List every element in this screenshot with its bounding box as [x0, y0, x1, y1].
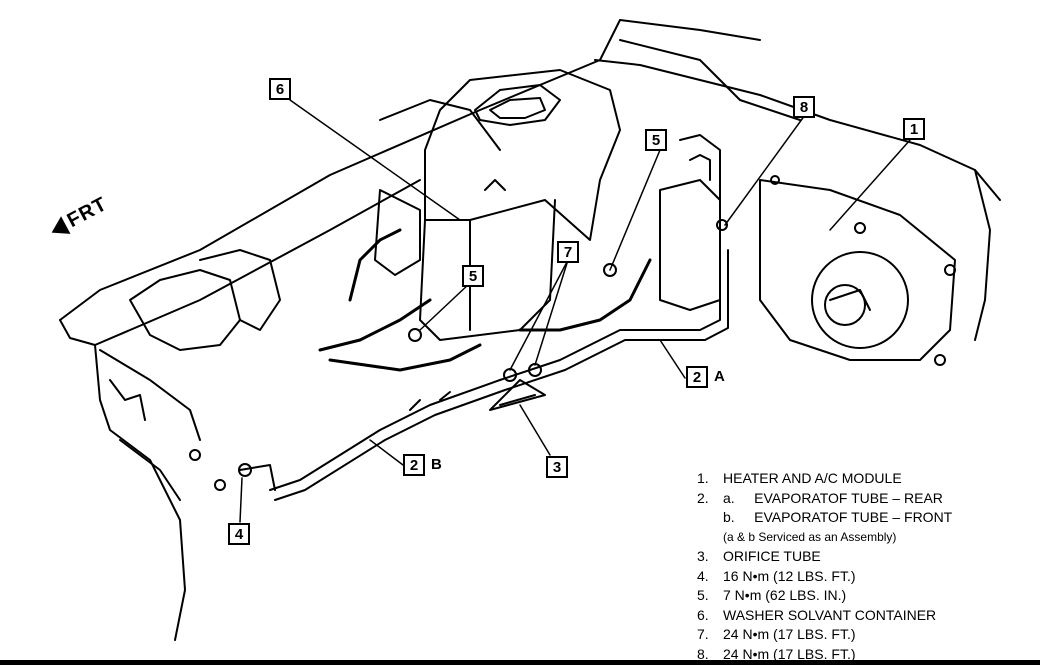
legend-number: 4.	[697, 567, 709, 584]
callout-2a-suffix: A	[714, 368, 725, 385]
legend-text: HEATER AND A/C MODULE	[723, 470, 902, 486]
legend-text: ORIFICE TUBE	[723, 548, 821, 564]
callout-5-left: 5	[462, 265, 484, 287]
legend-item: 6. WASHER SOLVANT CONTAINER	[697, 606, 1027, 626]
legend-text: b. EVAPORATOF TUBE – FRONT	[723, 509, 953, 525]
bottom-rule	[0, 660, 1040, 665]
washer-container	[374, 69, 621, 341]
legend-text: WASHER SOLVANT CONTAINER	[723, 606, 937, 623]
legend-item: 7. 24 N•m (17 LBS. FT.)	[697, 625, 1027, 645]
legend-item: (a & b Serviced as an Assembly)	[697, 528, 1027, 548]
legend: 1. HEATER AND A/C MODULE 2. a. EVAPORATO…	[697, 469, 1027, 664]
legend-number: 2.	[697, 489, 709, 506]
callout-6: 6	[269, 78, 291, 100]
callout-5-right: 5	[645, 129, 667, 151]
legend-number: 6.	[697, 606, 709, 623]
legend-number: 5.	[697, 587, 709, 603]
callout-3: 3	[546, 456, 568, 478]
callout-1: 1	[903, 118, 925, 140]
callout-2b-suffix: B	[431, 456, 442, 473]
hvac-module	[759, 175, 956, 366]
orifice-tube	[489, 379, 546, 411]
legend-item: 4. 16 N•m (12 LBS. FT.)	[697, 567, 1027, 587]
callout-8: 8	[793, 96, 815, 118]
leader-lines	[239, 99, 911, 523]
legend-text: a. EVAPORATOF TUBE – REAR	[723, 489, 943, 506]
legend-text: 24 N•m (17 LBS. FT.)	[723, 645, 856, 662]
callout-2b: 2	[403, 454, 425, 476]
legend-item: 3. ORIFICE TUBE	[697, 547, 1027, 567]
legend-text: 24 N•m (17 LBS. FT.)	[723, 626, 856, 642]
legend-number: 3.	[697, 548, 709, 564]
legend-item: 5. 7 N•m (62 LBS. IN.)	[697, 586, 1027, 606]
callout-7: 7	[557, 241, 579, 263]
legend-item: 1. HEATER AND A/C MODULE	[697, 469, 1027, 489]
accumulator	[659, 134, 721, 311]
legend-text: (a & b Serviced as an Assembly)	[723, 529, 897, 544]
legend-number: 1.	[697, 470, 709, 486]
legend-item: 8. 24 N•m (17 LBS. FT.)	[697, 645, 1027, 665]
legend-item: 2. a. EVAPORATOF TUBE – REAR	[697, 489, 1027, 509]
legend-number: 7.	[697, 626, 709, 642]
legend-text: 16 N•m (12 LBS. FT.)	[723, 567, 856, 584]
evaporator-tubes	[239, 249, 729, 501]
legend-number: 8.	[697, 645, 709, 662]
wiring-harness	[318, 228, 652, 372]
legend-text: 7 N•m (62 LBS. IN.)	[723, 587, 847, 603]
callout-4: 4	[228, 523, 250, 545]
legend-item: b. EVAPORATOF TUBE – FRONT	[697, 508, 1027, 528]
callout-2a: 2	[686, 366, 708, 388]
